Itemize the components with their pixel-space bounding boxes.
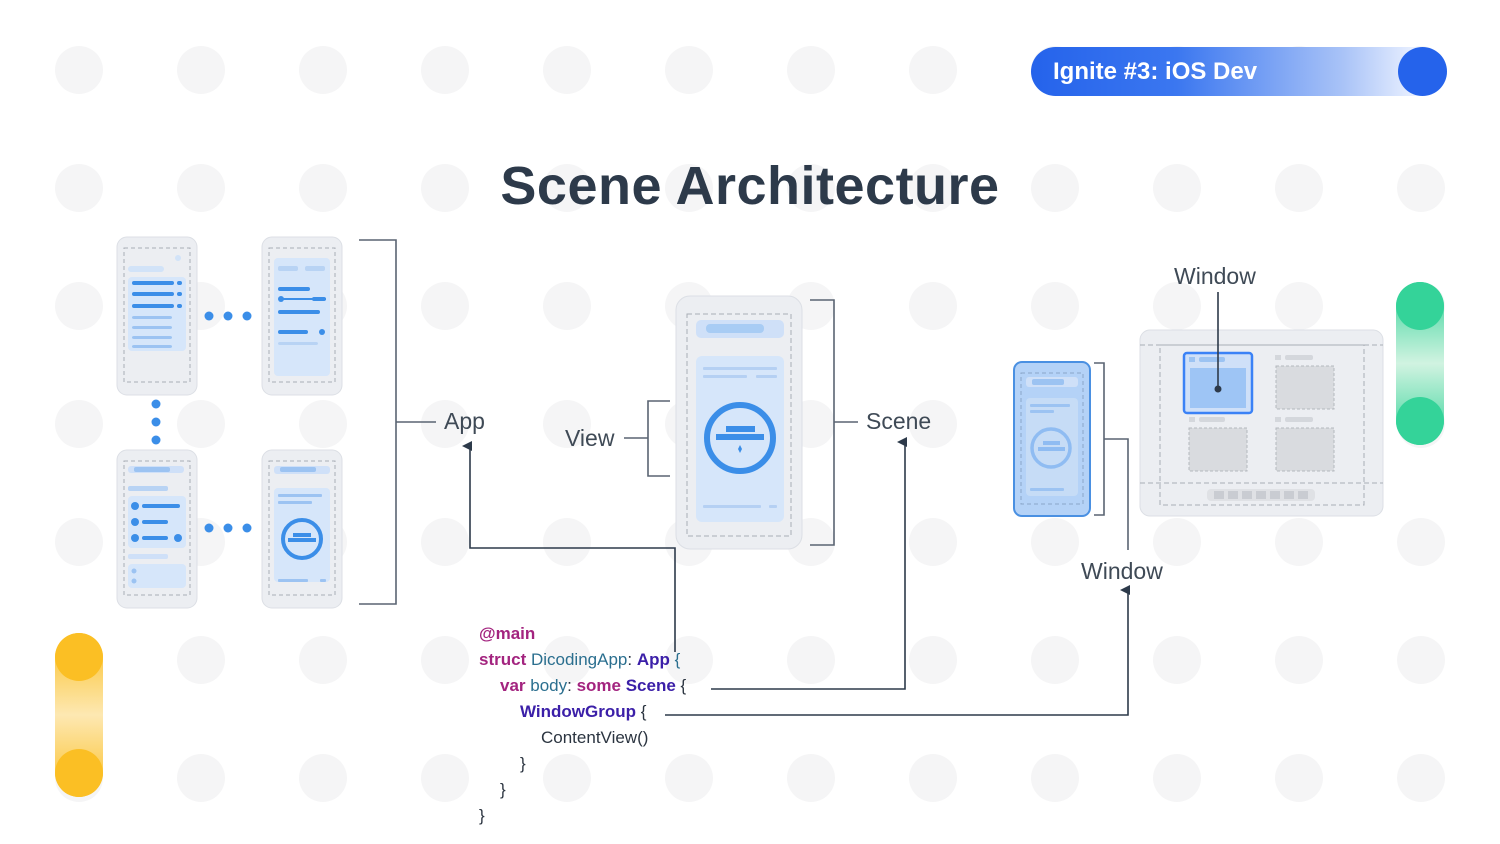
scene-label: Scene <box>866 408 932 434</box>
code-line-4: WindowGroup { <box>520 702 647 721</box>
phone-mockup-1 <box>116 236 198 396</box>
code-line-1: @main <box>479 624 536 643</box>
course-badge: Ignite #3: iOS Dev <box>1031 47 1447 96</box>
phone-mockup-4 <box>261 449 343 609</box>
yellow-pill-decoration <box>55 633 103 797</box>
phone-mockup-3 <box>116 449 198 609</box>
phone-mockup-2 <box>261 236 343 396</box>
center-phone-mockup <box>675 295 803 550</box>
tablet-window-mockup <box>1139 292 1384 517</box>
window-bottom-label: Window <box>1081 558 1163 584</box>
app-arrow <box>462 441 676 652</box>
app-bracket <box>359 239 436 605</box>
code-line-8: } <box>479 806 485 825</box>
badge-circle-icon <box>1398 47 1447 96</box>
code-line-6: } <box>520 754 526 773</box>
window-phone-bracket <box>1094 362 1129 550</box>
view-label: View <box>565 425 615 451</box>
code-line-5: ContentView() <box>541 728 649 747</box>
view-bracket <box>624 400 670 477</box>
code-line-2: struct DicodingApp: App { <box>479 650 681 669</box>
page-title: Scene Architecture <box>500 156 1000 216</box>
green-pill-decoration <box>1396 282 1444 445</box>
app-label: App <box>444 408 485 434</box>
scene-arrow <box>711 437 907 690</box>
course-badge-label: Ignite #3: iOS Dev <box>1053 58 1258 85</box>
code-line-7: } <box>500 780 506 799</box>
window-arrow <box>665 585 1130 716</box>
code-line-3: var body: some Scene { <box>500 676 687 695</box>
window-phone-mockup <box>1013 361 1091 517</box>
window-top-label: Window <box>1174 263 1256 289</box>
scene-bracket <box>810 299 858 546</box>
ellipsis-dots <box>151 311 252 533</box>
